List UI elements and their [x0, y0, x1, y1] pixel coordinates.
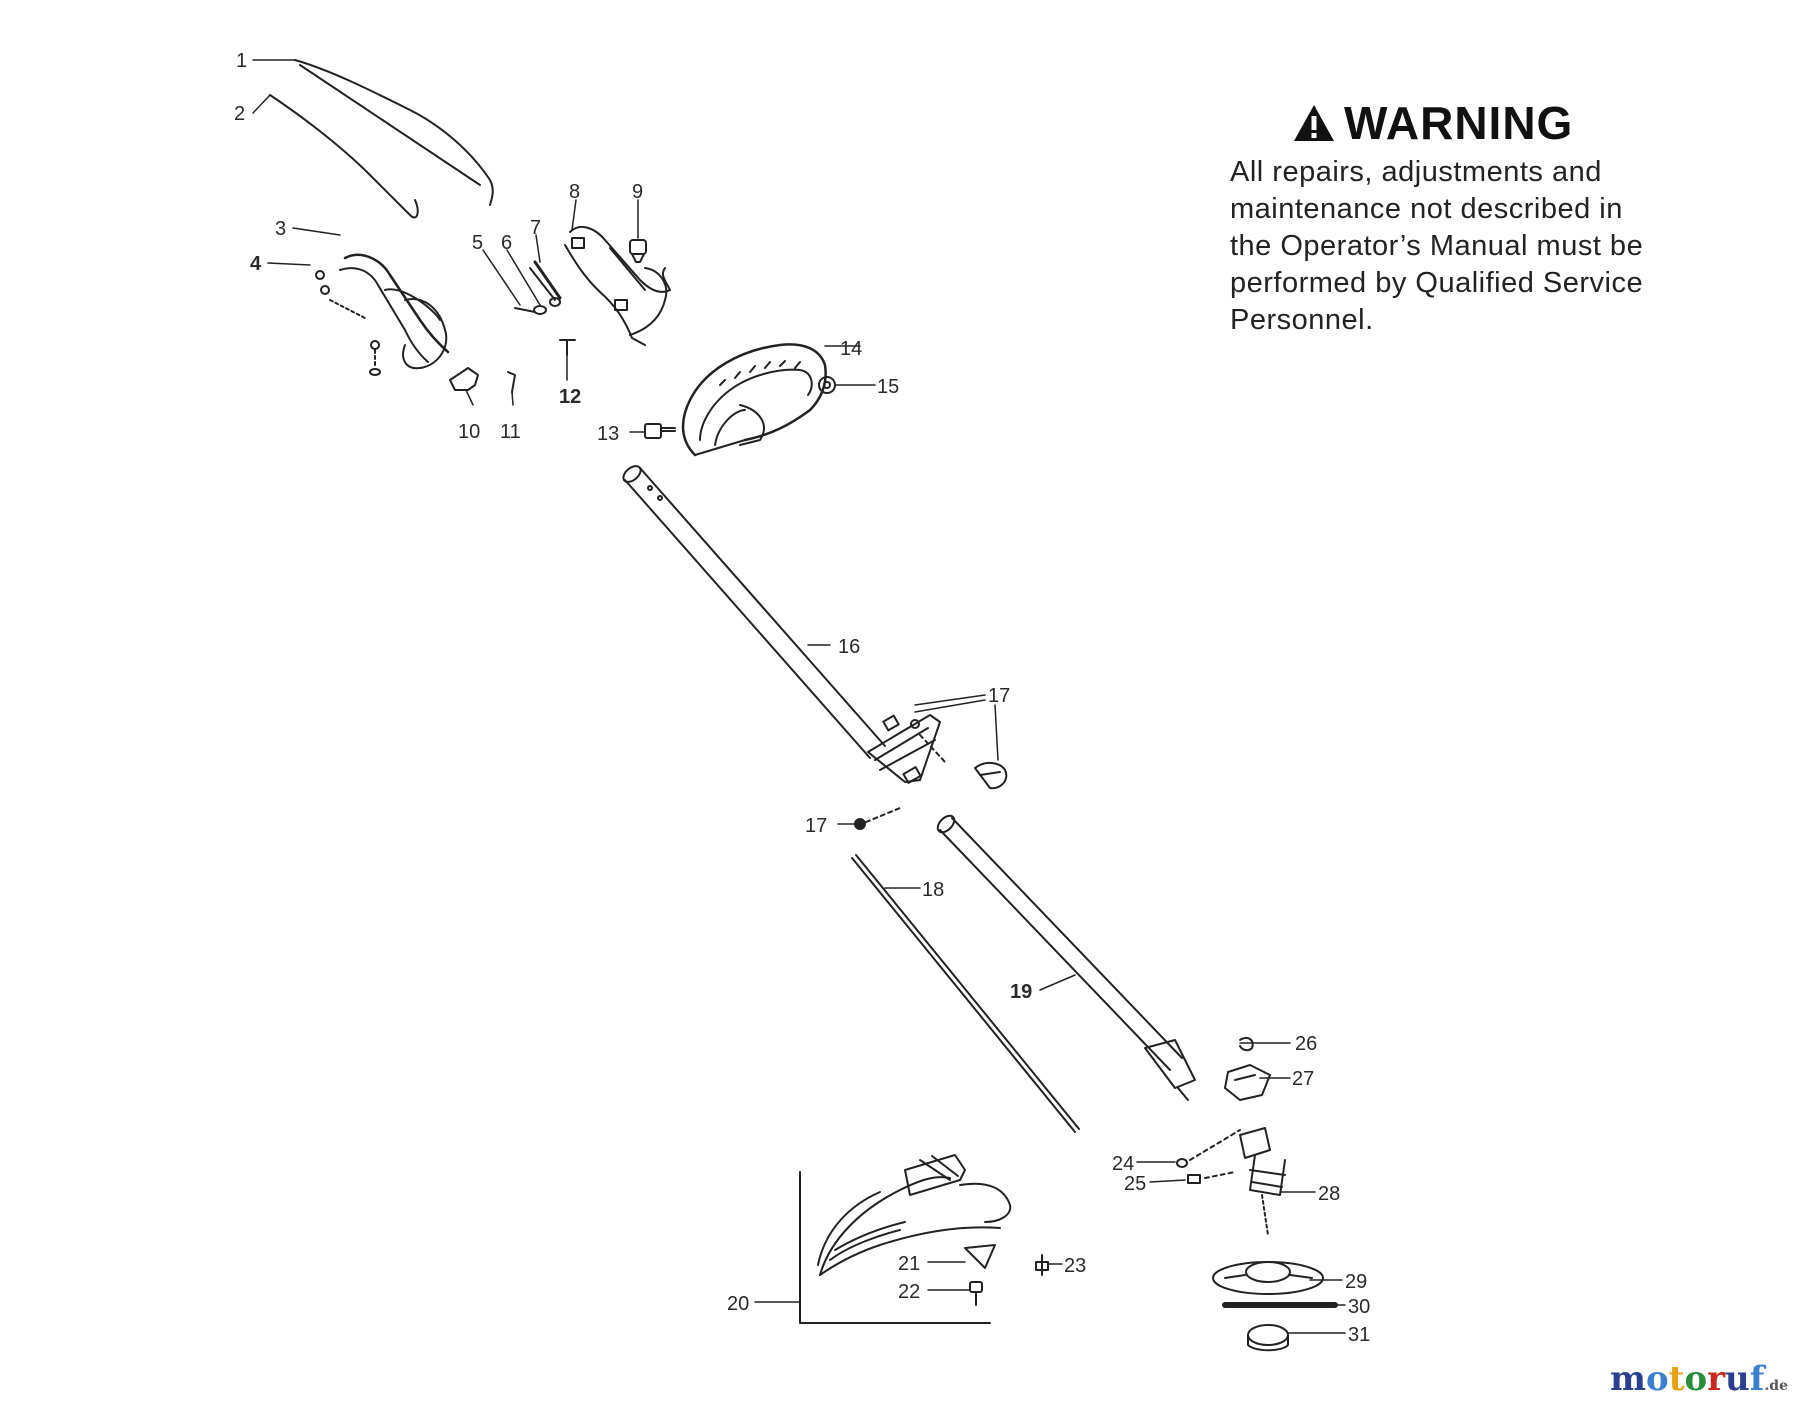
callout-14: 14 — [840, 338, 862, 360]
watermark-logo: motoruf.de — [1610, 1359, 1788, 1399]
callout-11: 11 — [500, 421, 521, 443]
callout-29: 29 — [1345, 1271, 1367, 1293]
callout-24: 24 — [1112, 1153, 1134, 1175]
callout-12: 12 — [559, 386, 581, 408]
warning-text: All repairs, adjustments and maintenance… — [1230, 156, 1644, 336]
rear-handle-part — [315, 253, 450, 376]
callout-17a: 17 — [988, 685, 1010, 707]
callout-6: 6 — [501, 232, 512, 254]
callout-3: 3 — [275, 218, 286, 240]
upper-shaft-part — [622, 465, 886, 759]
callout-4: 4 — [250, 253, 262, 275]
watermark-letter: m — [1610, 1359, 1647, 1399]
callout-22: 22 — [898, 1281, 920, 1303]
callout-15: 15 — [877, 376, 899, 398]
callout-21: 21 — [898, 1253, 920, 1275]
callout-27: 27 — [1292, 1068, 1314, 1090]
callout-2: 2 — [234, 103, 245, 125]
warning-heading: WARNING — [1292, 96, 1750, 150]
callout-20: 20 — [727, 1293, 749, 1315]
watermark-letter: u — [1725, 1359, 1750, 1399]
callout-7: 7 — [530, 217, 541, 239]
guard-hardware-parts — [964, 1244, 1049, 1306]
callout-1: 1 — [236, 50, 247, 72]
watermark-letter: o — [1684, 1359, 1708, 1399]
callout-labels: 1 2 3 4 5 6 7 8 9 10 11 12 13 14 15 16 1… — [234, 50, 1370, 1346]
handle-nut-part — [818, 376, 836, 394]
trimmer-head-parts — [1212, 1261, 1338, 1352]
callout-18: 18 — [922, 879, 944, 901]
callout-5: 5 — [472, 232, 483, 254]
callout-16: 16 — [838, 636, 860, 658]
throttle-cable — [269, 59, 494, 219]
coupler-knob-part — [854, 719, 1008, 830]
leader-lines — [252, 59, 1346, 1334]
shaft-coupler-part — [867, 714, 941, 784]
callout-9: 9 — [632, 181, 643, 203]
watermark-letter: o — [1646, 1359, 1669, 1399]
callout-28: 28 — [1318, 1183, 1340, 1205]
warning-title: WARNING — [1344, 97, 1574, 149]
callout-8: 8 — [569, 181, 580, 203]
watermark-letter: r — [1707, 1359, 1726, 1399]
watermark-suffix: .de — [1764, 1378, 1788, 1394]
callout-19: 19 — [1010, 981, 1032, 1003]
callout-17b: 17 — [805, 815, 827, 837]
lower-shaft-part — [936, 814, 1196, 1101]
callout-23: 23 — [1064, 1255, 1086, 1277]
callout-31: 31 — [1348, 1324, 1370, 1346]
watermark-letter: t — [1668, 1359, 1685, 1399]
callout-10: 10 — [458, 421, 480, 443]
drive-shaft-part — [851, 854, 1080, 1133]
trigger-small-parts — [514, 260, 562, 315]
handle-bolt-part — [644, 423, 676, 439]
loop-handle-part — [681, 343, 827, 457]
handle-housing-part — [564, 225, 671, 346]
gearhead-parts — [1176, 1037, 1286, 1236]
knob-part — [629, 239, 647, 263]
callout-25: 25 — [1124, 1173, 1146, 1195]
warning-notice: WARNING All repairs, adjustments and mai… — [1230, 96, 1750, 339]
callout-26: 26 — [1295, 1033, 1317, 1055]
grass-guard-part — [799, 1154, 1012, 1324]
watermark-letter: f — [1749, 1359, 1765, 1399]
warning-triangle-icon — [1294, 105, 1334, 141]
callout-13: 13 — [597, 423, 619, 445]
clip-parts — [449, 339, 576, 393]
callout-30: 30 — [1348, 1296, 1370, 1318]
